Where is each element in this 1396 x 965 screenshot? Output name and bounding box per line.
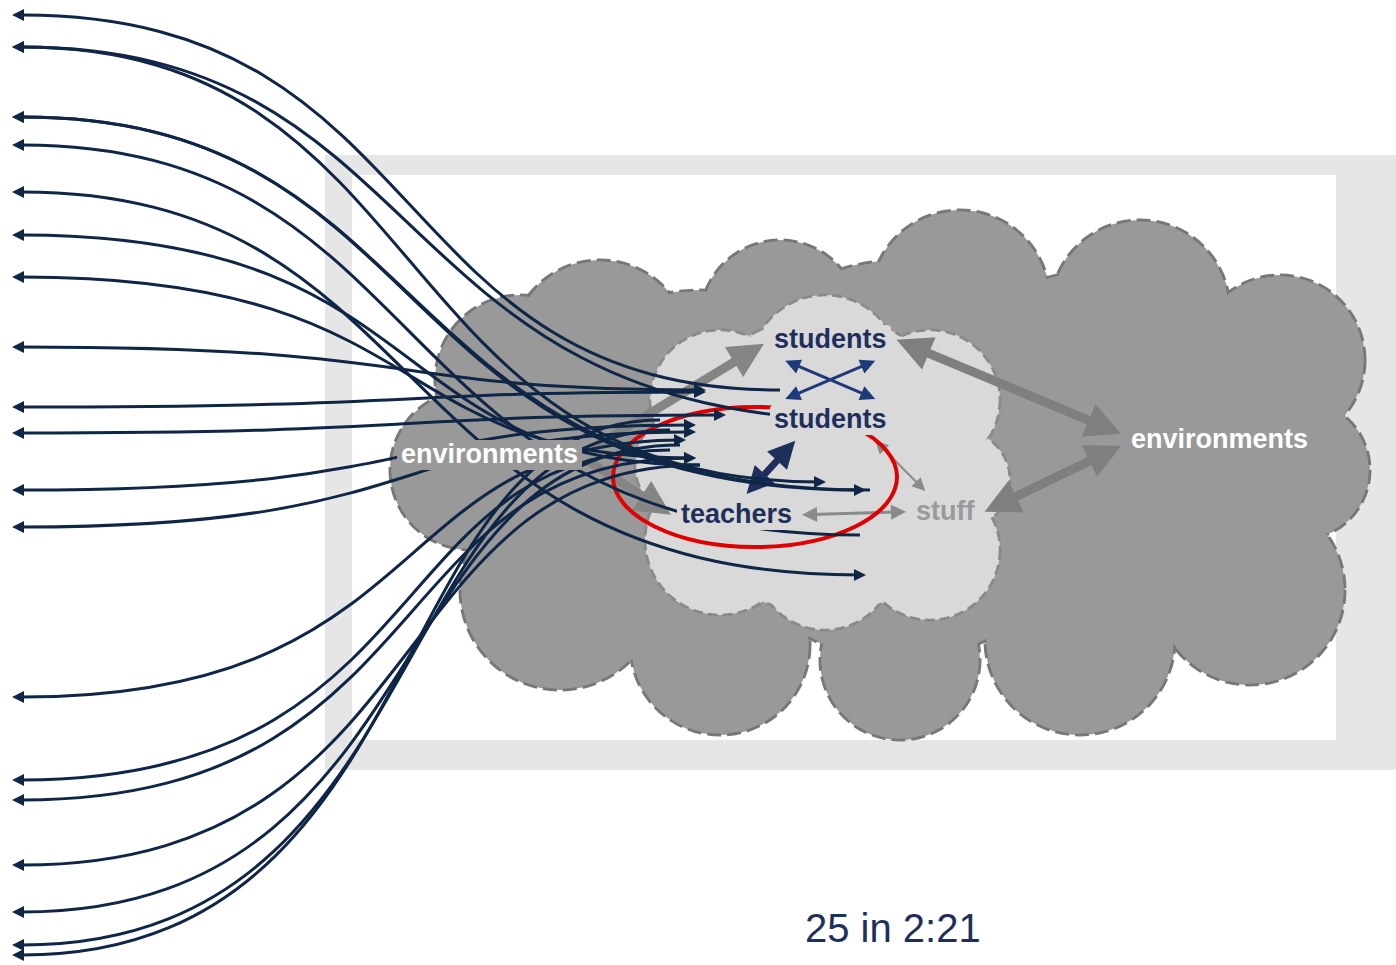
arrow-head	[12, 186, 24, 198]
arrow-head	[814, 476, 826, 488]
navy-curve	[22, 117, 870, 490]
frame	[325, 155, 1396, 770]
cloud-lobe	[912, 432, 1009, 529]
term-text: environments	[401, 439, 578, 469]
relation-arrow	[785, 360, 875, 400]
term-text: students	[774, 404, 887, 434]
relation-arrow	[897, 337, 1121, 436]
arrow-head	[12, 906, 24, 918]
relation-arrow	[785, 360, 875, 400]
cloud-term: environments	[397, 440, 582, 470]
arrow-head	[911, 477, 925, 491]
term-text: teachers	[681, 499, 792, 529]
outer-cloud	[392, 212, 1369, 739]
navy-curve	[22, 192, 860, 575]
term-text: students	[774, 324, 887, 354]
arrow-head	[12, 111, 24, 123]
arrow-head	[785, 386, 802, 400]
arrow-shaft	[812, 512, 897, 514]
arrow-head	[684, 452, 696, 464]
navy-curve	[22, 465, 700, 865]
arrow-shaft	[794, 364, 866, 395]
arrow-head	[12, 229, 24, 241]
cloud-term: environments	[1127, 425, 1312, 455]
arrow-head	[802, 507, 817, 522]
navy-curve	[22, 347, 700, 390]
note-label: 25 in 2:21	[805, 906, 981, 951]
navy-curve	[22, 117, 860, 490]
arrow-head	[1082, 445, 1121, 477]
relation-arrow	[802, 505, 906, 522]
navy-curve	[22, 430, 670, 945]
arrow-head	[891, 505, 906, 520]
arrow-head	[12, 41, 24, 53]
navy-curve	[22, 392, 700, 407]
arrow-head	[12, 111, 24, 123]
arrow-head	[767, 441, 795, 470]
arrow-head	[684, 452, 696, 464]
inner-cloud	[637, 297, 1009, 629]
arrow-head	[859, 360, 876, 374]
arrow-head	[12, 341, 24, 353]
navy-curve	[22, 420, 660, 955]
navy-curve	[22, 47, 820, 482]
arrow-head	[785, 360, 802, 374]
arrow-head	[12, 401, 24, 413]
navy-curve	[22, 47, 870, 420]
arrow-head	[714, 409, 726, 421]
arrow-head	[684, 426, 696, 438]
term-text: stuff	[916, 496, 974, 526]
arrow-head	[859, 386, 876, 400]
arrow-shaft	[794, 364, 866, 395]
cloud-term: students	[770, 405, 891, 435]
arrow-head	[12, 41, 24, 53]
arrow-head	[1082, 404, 1121, 436]
arrow-head	[897, 337, 936, 369]
arrow-head	[12, 794, 24, 806]
arrow-head	[725, 344, 764, 377]
arrow-head	[12, 9, 24, 21]
cloud-term: students	[770, 325, 891, 355]
cloud-term: teachers	[677, 500, 796, 530]
arrow-head	[12, 939, 24, 951]
arrow-head	[694, 386, 706, 398]
navy-curve	[22, 450, 670, 780]
arrow-head	[12, 484, 24, 496]
arrow-head	[12, 427, 24, 439]
arrow-head	[12, 691, 24, 703]
arrow-head	[12, 521, 24, 533]
outer-cloud-outline	[390, 210, 1370, 740]
arrow-shaft	[1003, 455, 1102, 503]
arrow-head	[12, 139, 24, 151]
term-text: environments	[1131, 424, 1308, 454]
arrow-head	[12, 774, 24, 786]
arrow-head	[984, 481, 1023, 513]
arrow-head	[12, 271, 24, 283]
inner-cloud-outline	[635, 295, 1010, 630]
navy-curve	[22, 445, 680, 912]
cloud-term: stuff	[912, 497, 978, 527]
arrow-head	[12, 949, 24, 961]
arrow-head	[12, 859, 24, 871]
arrow-head	[854, 569, 866, 581]
arrow-shaft	[916, 348, 1102, 426]
relation-arrow	[984, 445, 1121, 512]
